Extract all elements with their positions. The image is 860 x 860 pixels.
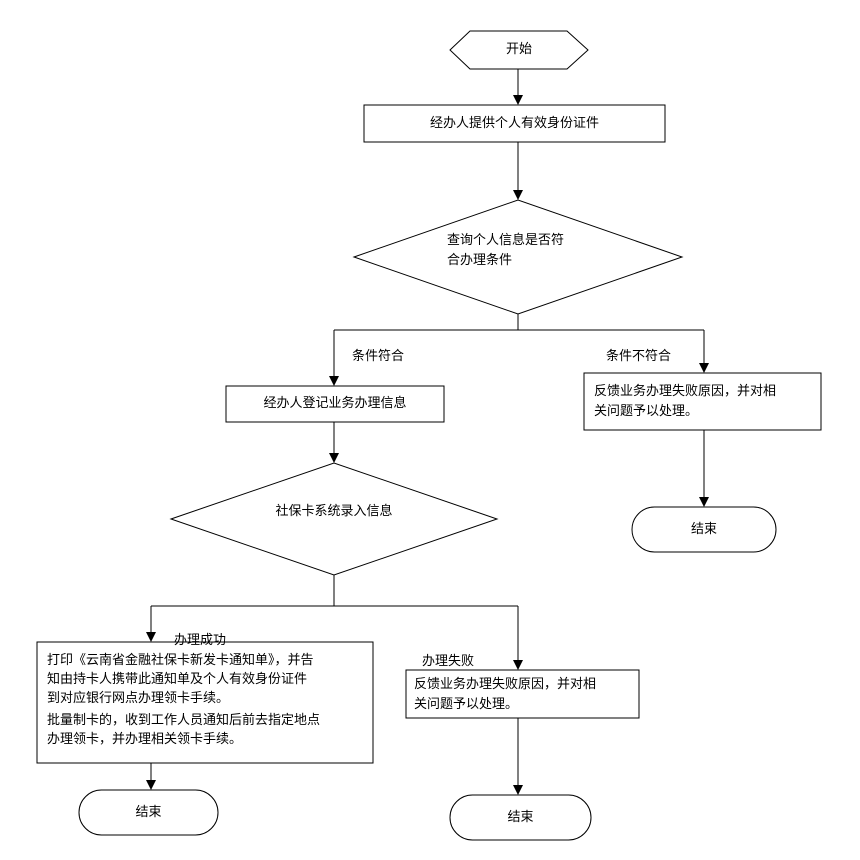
print-notice-line1: 打印《云南省金融社保卡新发卡通知单》，并告 xyxy=(47,653,314,668)
end-mid-label: 结束 xyxy=(507,810,534,825)
end-mid-terminal xyxy=(449,794,592,841)
end-right-label: 结束 xyxy=(690,522,717,537)
provide-id-box xyxy=(363,104,666,143)
feedback-fail-right-box xyxy=(583,372,822,431)
feedback-fail-mid-line2: 关问题予以处理。 xyxy=(414,697,519,712)
end-left-terminal xyxy=(78,789,219,836)
feedback-fail-mid-line1: 反馈业务办理失败原因，并对相 xyxy=(414,677,597,692)
feedback-fail-right-line2: 关问题予以处理。 xyxy=(594,404,699,419)
feedback-fail-mid-box xyxy=(405,669,640,719)
end-left-label: 结束 xyxy=(135,805,162,820)
check-conditions-decision xyxy=(352,199,684,315)
register-info-label: 经办人登记业务办理信息 xyxy=(263,396,407,411)
branch-label-success: 办理成功 xyxy=(174,633,227,648)
check-conditions-label-line2: 合办理条件 xyxy=(447,253,513,268)
print-notice-line5: 办理领卡，并办理相关领卡手续。 xyxy=(47,732,243,747)
check-conditions-label-line1: 查询个人信息是否符 xyxy=(447,233,565,248)
branch-label-not-ok: 条件不符合 xyxy=(606,349,672,364)
print-notice-line4: 批量制卡的，收到工作人员通知后前去指定地点 xyxy=(47,713,321,728)
entry-decision xyxy=(169,462,499,576)
branch-label-failure: 办理失败 xyxy=(422,654,475,669)
start-terminal xyxy=(449,30,589,70)
print-notice-box xyxy=(36,641,374,764)
end-right-terminal xyxy=(631,506,777,553)
entry-decision-label: 社保卡系统录入信息 xyxy=(275,504,393,519)
provide-id-label: 经办人提供个人有效身份证件 xyxy=(429,116,599,131)
feedback-fail-right-line1: 反馈业务办理失败原因，并对相 xyxy=(594,384,777,399)
print-notice-line2: 知由持卡人携带此通知单及个人有效身份证件 xyxy=(47,672,308,687)
print-notice-line3: 到对应银行网点办理领卡手续。 xyxy=(47,691,230,706)
branch-label-ok: 条件符合 xyxy=(352,349,405,364)
start-label: 开始 xyxy=(505,42,532,57)
register-info-box xyxy=(225,385,445,423)
